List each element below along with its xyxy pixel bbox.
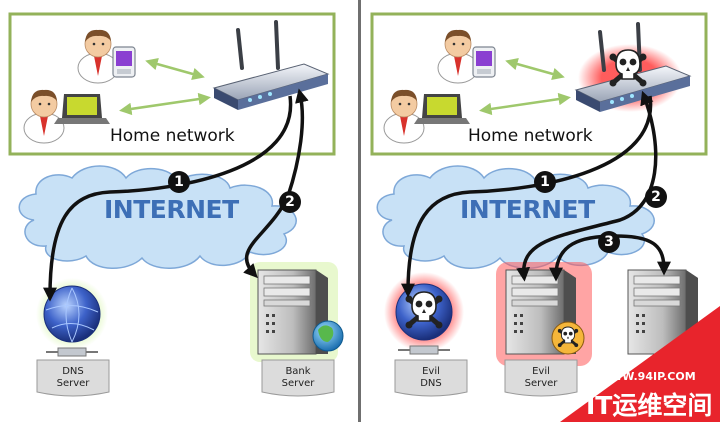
right-home-network-label: Home network [468, 126, 593, 146]
right-evil-server-label-line2: Server [524, 378, 558, 389]
left-phone-link-arrow [145, 58, 205, 80]
right-panel [370, 12, 708, 397]
right-internet-label: INTERNET [460, 195, 595, 224]
left-dns-label-line2: Server [56, 378, 90, 389]
watermark-url: WWW.94IP.COM [598, 370, 696, 383]
right-step-2-badge: 2 [645, 186, 667, 208]
left-internet-label: INTERNET [104, 195, 239, 224]
right-evil-dns-label: Evil DNS [395, 366, 467, 390]
right-evil-server-label-line1: Evil [532, 366, 550, 377]
left-phone-icon [112, 46, 136, 78]
left-laptop-link-arrow [119, 92, 211, 116]
left-home-network-label: Home network [110, 126, 235, 146]
right-evil-server-label: Evil Server [505, 366, 577, 390]
left-panel [8, 12, 344, 397]
right-phone-link-arrow [505, 58, 565, 80]
left-dns-cable-icon [45, 347, 99, 357]
watermark-banner [560, 306, 720, 422]
left-bank-label-line2: Server [281, 378, 315, 389]
right-evil-dns-label-line1: Evil [422, 366, 440, 377]
left-dns-server-label: DNS Server [37, 366, 109, 390]
watermark-name: IT运维空间 [586, 391, 713, 420]
right-evil-dns-label-line2: DNS [420, 378, 442, 389]
left-bank-label-line1: Bank [285, 366, 311, 377]
right-arrow-2 [516, 90, 658, 282]
left-dns-globe-icon [43, 285, 101, 343]
right-step-1-badge: 1 [534, 171, 556, 193]
right-step-3-badge: 3 [598, 231, 620, 253]
left-step-1-badge: 1 [168, 171, 190, 193]
left-dns-label-line1: DNS [62, 366, 84, 377]
left-step-2-badge: 2 [279, 191, 301, 213]
right-phone-icon [472, 46, 496, 78]
panel-divider [358, 0, 361, 422]
left-bank-server-label: Bank Server [262, 366, 334, 390]
